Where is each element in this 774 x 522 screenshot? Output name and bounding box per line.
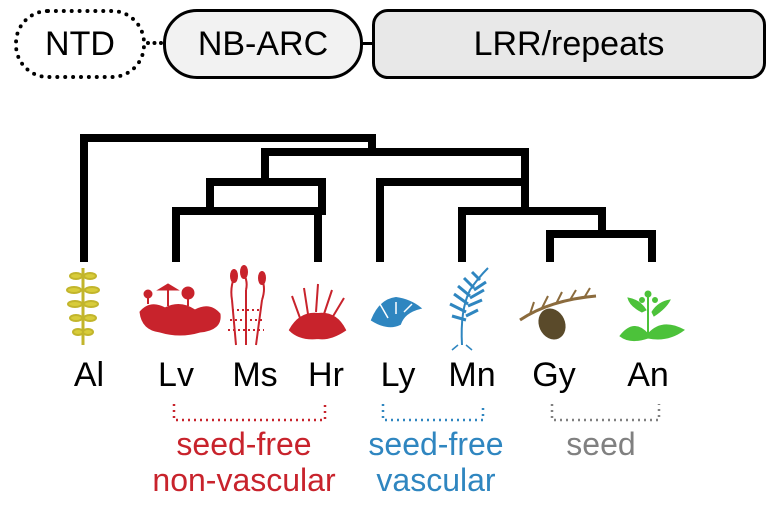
taxon-label-hr: Hr (308, 356, 344, 394)
lycophyte-icon (370, 296, 423, 328)
ntd-label: NTD (45, 24, 115, 63)
moss-icon (228, 265, 266, 346)
nbarc-linker (363, 42, 372, 45)
nbarc-label: NB-ARC (197, 24, 329, 63)
taxon-label-ly: Ly (380, 356, 416, 394)
bryophyte-stem (206, 178, 326, 215)
group-vascular-line1: seed-free (368, 426, 504, 462)
phylogenetic-tree (80, 134, 656, 262)
vascular-bracket (381, 404, 485, 422)
taxon-label-an: An (627, 356, 669, 394)
group-seed-line1: seed (566, 426, 636, 462)
euphyllophyte-branch (458, 207, 606, 262)
angiosperm-icon (619, 290, 685, 342)
fern-icon (449, 267, 489, 351)
hornwort-icon (288, 283, 347, 340)
group-label-seed: seed (566, 426, 635, 462)
gymnosperm-icon (519, 287, 597, 340)
liverwort-icon (139, 283, 221, 336)
taxon-label-mn: Mn (448, 356, 496, 394)
seed-bracket (550, 404, 661, 422)
group-label-vascular: seed-free vascular (368, 426, 503, 498)
nonvascular-bracket (172, 404, 327, 422)
root-branch (80, 134, 376, 262)
ntd-linker (146, 41, 163, 45)
taxon-label-ms: Ms (232, 356, 278, 394)
bryophyte-branch (172, 207, 322, 262)
vascular-branch (376, 176, 529, 262)
lrr-label: LRR/repeats (473, 24, 665, 63)
land-plant-branch (261, 148, 529, 184)
taxon-label-al: Al (73, 356, 105, 394)
group-label-nonvascular: seed-free non-vascular (152, 426, 335, 498)
algae-icon (66, 268, 100, 345)
ntd-domain: NTD (14, 9, 146, 79)
group-vascular-line2: vascular (376, 462, 496, 498)
group-nonvascular-line2: non-vascular (152, 462, 336, 498)
nbarc-domain: NB-ARC (163, 9, 363, 79)
lrr-domain: LRR/repeats (372, 9, 766, 79)
taxon-label-lv: Lv (158, 356, 194, 394)
group-nonvascular-line1: seed-free (176, 426, 312, 462)
taxon-label-gy: Gy (532, 356, 576, 394)
